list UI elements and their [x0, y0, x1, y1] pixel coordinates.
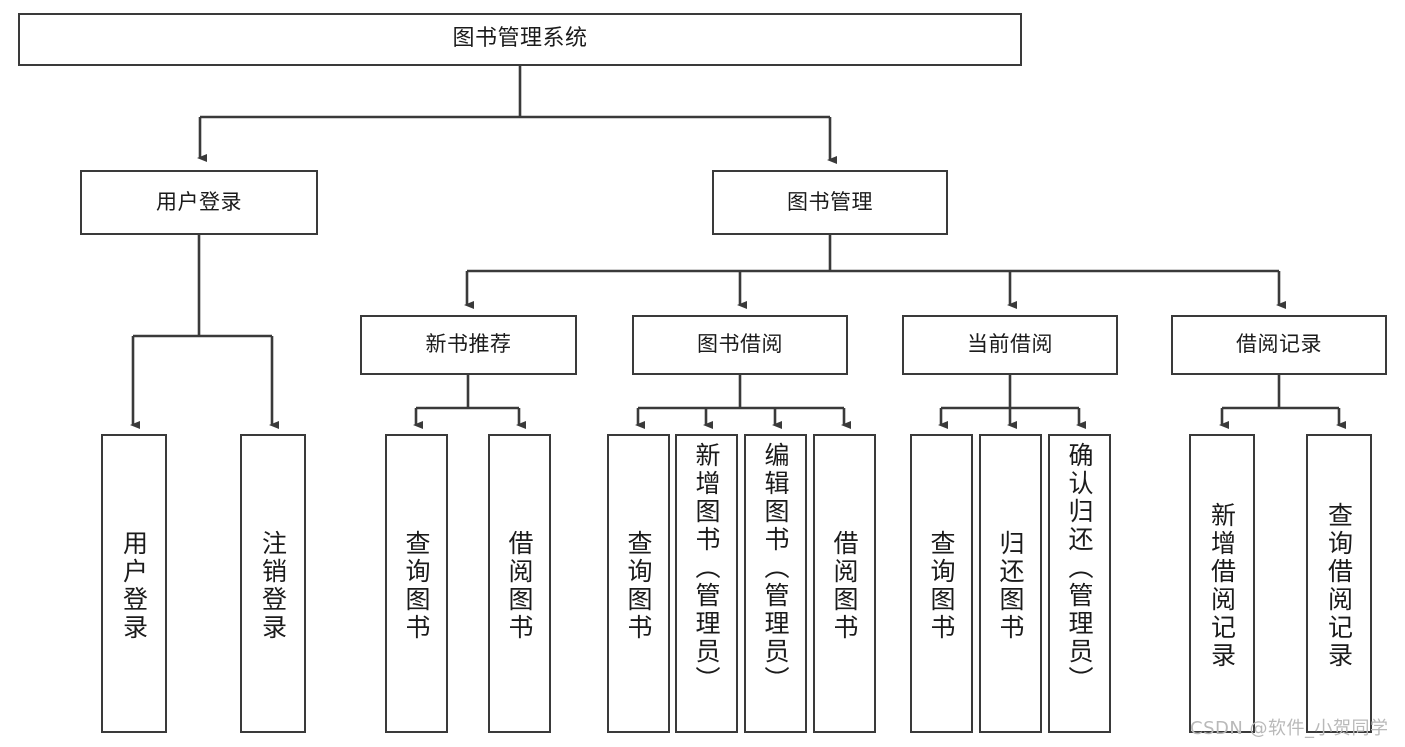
node-new-book-recommend[interactable]: 新书推荐 — [360, 315, 577, 375]
node-label: 用户登录 — [156, 189, 242, 214]
leaf-records-add-record[interactable]: 新增借阅记录 — [1189, 434, 1255, 733]
node-current-borrow[interactable]: 当前借阅 — [902, 315, 1118, 375]
node-label: 编辑图书（管理员） — [761, 442, 790, 694]
node-label: 新书推荐 — [425, 332, 512, 357]
leaf-borrow-edit-book-admin[interactable]: 编辑图书（管理员） — [744, 434, 807, 733]
leaf-user-login-signin[interactable]: 用户登录 — [101, 434, 167, 733]
leaf-current-query-book[interactable]: 查询图书 — [910, 434, 973, 733]
csdn-watermark: CSDN @软件_小贺同学 — [1190, 718, 1389, 739]
node-label: 新增图书（管理员） — [692, 442, 721, 694]
node-label: 用户登录 — [119, 529, 149, 642]
node-label: 新增借阅记录 — [1207, 501, 1237, 670]
node-label: 借阅记录 — [1236, 332, 1322, 357]
leaf-borrow-query-book[interactable]: 查询图书 — [607, 434, 670, 733]
node-label: 借阅图书 — [830, 529, 859, 642]
node-label: 当前借阅 — [967, 332, 1053, 357]
leaf-current-return-book[interactable]: 归还图书 — [979, 434, 1042, 733]
leaf-user-login-signout[interactable]: 注销登录 — [240, 434, 306, 733]
node-label: 图书管理系统 — [452, 26, 588, 52]
leaf-current-confirm-return-admin[interactable]: 确认归还（管理员） — [1048, 434, 1111, 733]
node-user-login[interactable]: 用户登录 — [80, 170, 318, 235]
node-borrow-records[interactable]: 借阅记录 — [1171, 315, 1387, 375]
leaf-new-book-borrow[interactable]: 借阅图书 — [488, 434, 551, 733]
node-label: 查询图书 — [624, 529, 653, 642]
node-label: 图书管理 — [787, 189, 873, 214]
node-book-management[interactable]: 图书管理 — [712, 170, 948, 235]
node-label: 借阅图书 — [505, 529, 534, 642]
node-label: 查询借阅记录 — [1324, 501, 1354, 670]
leaf-borrow-add-book-admin[interactable]: 新增图书（管理员） — [675, 434, 738, 733]
node-root-system[interactable]: 图书管理系统 — [18, 13, 1022, 66]
node-label: 查询图书 — [402, 529, 431, 642]
node-book-borrow[interactable]: 图书借阅 — [632, 315, 848, 375]
node-label: 确认归还（管理员） — [1065, 442, 1094, 694]
leaf-new-book-query[interactable]: 查询图书 — [385, 434, 448, 733]
node-label: 归还图书 — [996, 529, 1025, 642]
node-label: 图书借阅 — [697, 332, 783, 357]
node-label: 查询图书 — [927, 529, 956, 642]
node-label: 注销登录 — [258, 529, 288, 642]
leaf-borrow-borrow-book[interactable]: 借阅图书 — [813, 434, 876, 733]
leaf-records-query-record[interactable]: 查询借阅记录 — [1306, 434, 1372, 733]
